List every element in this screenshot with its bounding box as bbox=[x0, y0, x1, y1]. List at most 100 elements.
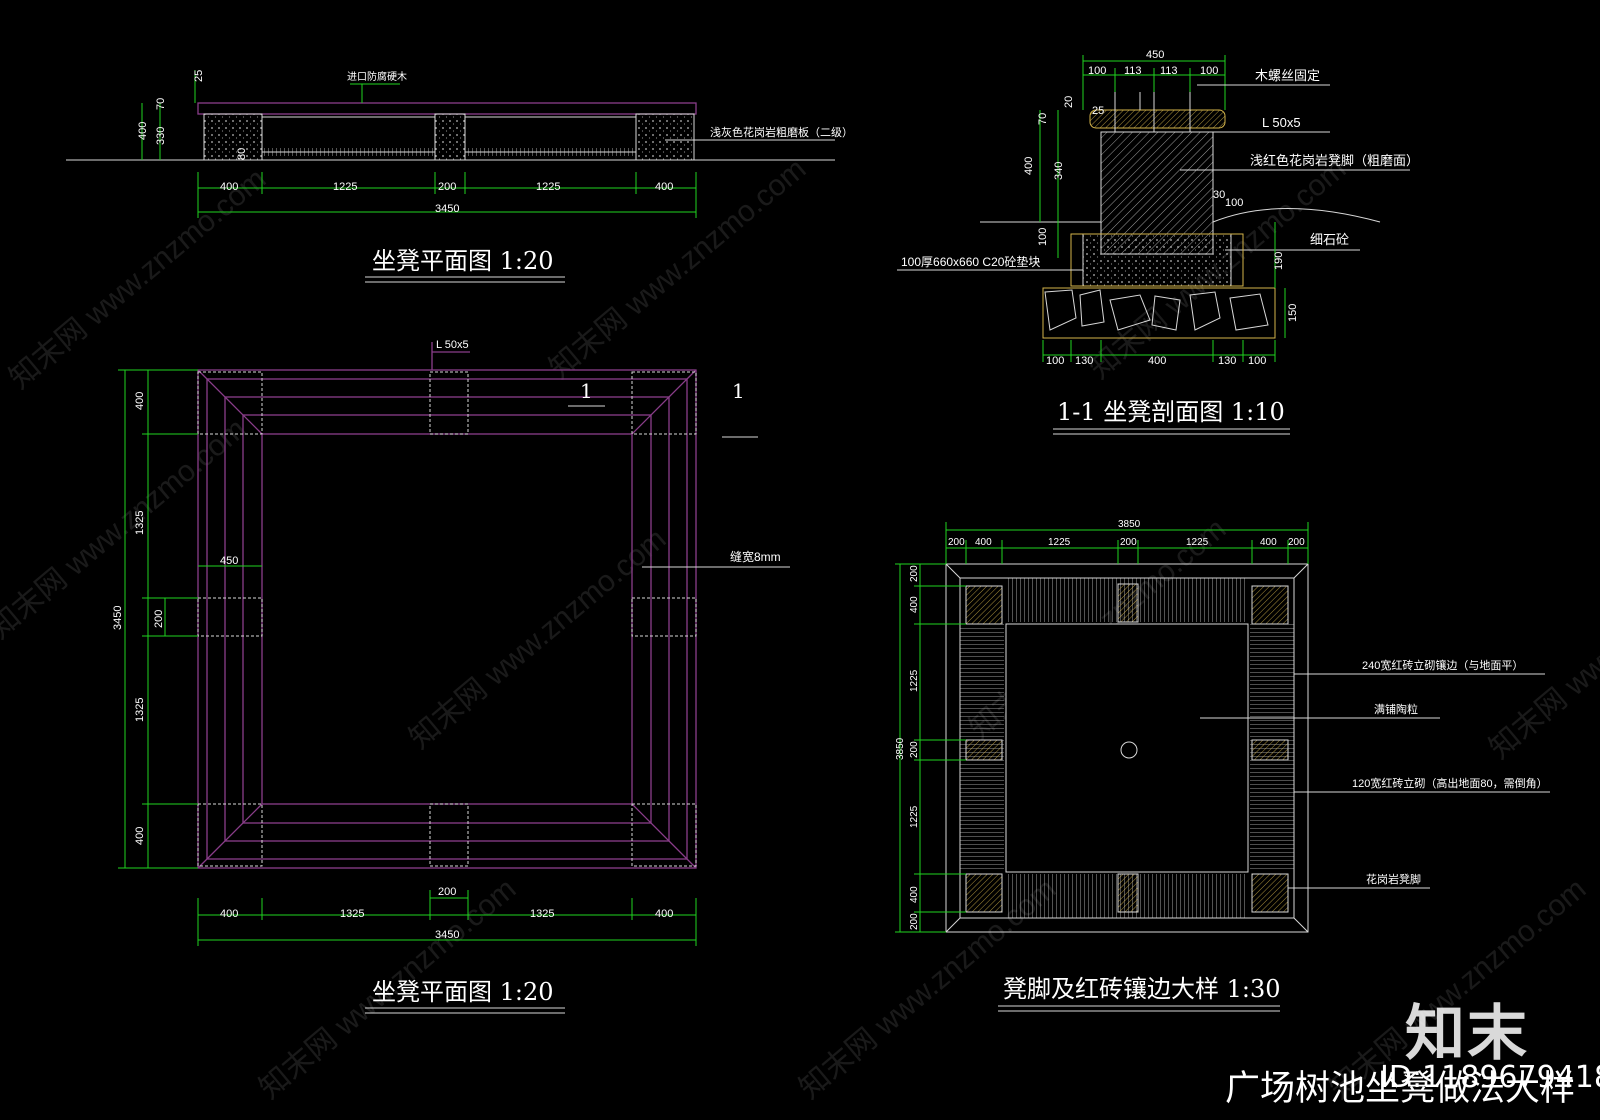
page-caption: 广场树池坐凳做法大样 bbox=[1225, 1069, 1576, 1109]
dim-label: 400 bbox=[655, 908, 673, 920]
dim-label: 200 bbox=[153, 610, 165, 628]
dim-label: 1225 bbox=[1048, 537, 1071, 548]
dim-label: 400 bbox=[909, 886, 920, 903]
dim-total: 450 bbox=[1146, 49, 1164, 61]
label-fine-concrete: 细石砼 bbox=[1310, 232, 1349, 247]
note-wood: 进口防腐硬木 bbox=[347, 70, 407, 83]
dim-label: 450 bbox=[220, 555, 238, 567]
drawing-title: 凳脚及红砖镶边大样 1:30 bbox=[1003, 975, 1281, 1003]
dim-label: 200 bbox=[909, 913, 920, 930]
bench-legs bbox=[197, 371, 697, 867]
dim-label: 400 bbox=[1260, 537, 1277, 548]
dim-label: 20 bbox=[1063, 96, 1075, 108]
label-angle-plan: L 50x5 bbox=[436, 339, 469, 351]
dim-total: 3850 bbox=[895, 737, 906, 760]
dim-label: 200 bbox=[948, 537, 965, 548]
dim-label: 400 bbox=[1023, 157, 1035, 175]
dim-label: 100 bbox=[1046, 355, 1064, 367]
dim-label: 400 bbox=[220, 181, 238, 193]
dim-label: 190 bbox=[1273, 252, 1285, 270]
drawing-title: 坐凳平面图 1:20 bbox=[372, 247, 554, 275]
dim-label: 200 bbox=[438, 886, 456, 898]
gravel-base bbox=[1042, 287, 1276, 339]
dim-label: 400 bbox=[909, 596, 920, 613]
stone-leg bbox=[635, 113, 695, 161]
dim-label: 100 bbox=[1225, 197, 1243, 209]
label-angle: L 50x5 bbox=[1262, 115, 1301, 130]
dim-label: 130 bbox=[1218, 355, 1236, 367]
dim-label: 1225 bbox=[536, 181, 560, 193]
label-ceramsite: 满铺陶粒 bbox=[1374, 702, 1418, 716]
watermark: 知末网 www.znzmo.com bbox=[1483, 532, 1600, 765]
label-outer-brick: 240宽红砖立砌镶边（与地面平） bbox=[1362, 658, 1523, 672]
brand-logo: 知末 bbox=[1405, 999, 1529, 1069]
label-granite-leg: 花岗岩凳脚 bbox=[1366, 872, 1421, 886]
label-gap: 缝宽8mm bbox=[730, 549, 781, 564]
dim-label: 1325 bbox=[134, 698, 146, 722]
dim-label: 113 bbox=[1160, 65, 1178, 77]
tree-trunk-icon bbox=[1120, 741, 1138, 759]
drawing-4-brick-edging-detail: 3850 200 400 1225 200 1225 400 200 3850 … bbox=[895, 519, 1550, 1012]
dim-label: 25 bbox=[1092, 105, 1104, 117]
drawing-1-bench-elevation: 25 70 400 330 80 进口防腐硬木 浅灰色花岗岩粗磨板（二级） 40… bbox=[66, 70, 853, 283]
drawing-2-bench-section: 450 100 113 113 100 木螺丝固定 L 50x5 浅红色花岗岩凳… bbox=[897, 49, 1419, 435]
dim-label: 25 bbox=[193, 70, 205, 82]
label-inner-brick: 120宽红砖立砌（高出地面80，需倒角） bbox=[1352, 776, 1548, 790]
label-granite-leg: 浅红色花岗岩凳脚（粗磨面） bbox=[1250, 153, 1419, 168]
dim-total: 3850 bbox=[1118, 519, 1141, 530]
dim-total: 3450 bbox=[435, 929, 459, 941]
fine-concrete bbox=[1082, 233, 1232, 287]
watermark: 知末网 www.znzmo.com bbox=[543, 152, 812, 385]
image-id-text: ID:1189679418 bbox=[1380, 1060, 1600, 1095]
dim-label: 1225 bbox=[909, 805, 920, 828]
wood-seat bbox=[197, 102, 697, 115]
dim-label: 200 bbox=[1120, 537, 1137, 548]
dim-label: 150 bbox=[1287, 304, 1299, 322]
dim-label: 400 bbox=[137, 122, 149, 140]
dim-label: 100 bbox=[1088, 65, 1106, 77]
stone-leg bbox=[434, 113, 466, 161]
dim-label: 400 bbox=[220, 908, 238, 920]
granite-legs bbox=[965, 583, 1289, 913]
dim-total: 3450 bbox=[112, 606, 124, 630]
dim-label: 400 bbox=[134, 827, 146, 845]
label-concrete-pad: 100厚660x660 C20砼垫块 bbox=[901, 254, 1040, 269]
dim-label: 200 bbox=[1288, 537, 1305, 548]
dim-label: 70 bbox=[1037, 113, 1049, 125]
dim-label: 400 bbox=[655, 181, 673, 193]
dim-label: 200 bbox=[438, 181, 456, 193]
bench-ring-outline bbox=[197, 369, 697, 869]
watermark: 知末网 www.znzmo.com bbox=[3, 162, 272, 395]
dim-label: 400 bbox=[975, 537, 992, 548]
dim-label: 100 bbox=[1200, 65, 1218, 77]
stone-leg bbox=[203, 113, 263, 161]
dim-label: 30 bbox=[1213, 189, 1225, 201]
wood-seat-section bbox=[1089, 109, 1226, 129]
drawing-title: 坐凳平面图 1:20 bbox=[372, 978, 554, 1006]
dim-label: 113 bbox=[1124, 65, 1142, 77]
dim-total: 3450 bbox=[435, 203, 459, 215]
watermark-layer: 知末网 www.znzmo.com 知末网 www.znzmo.com 知末网 … bbox=[0, 152, 1600, 1105]
drawing-title: 1-1 坐凳剖面图 1:10 bbox=[1057, 398, 1285, 426]
dim-label: 1325 bbox=[340, 908, 364, 920]
drawing-3-bench-plan: L 50x5 1 1 缝宽8mm 400 1325 3450 200 1325 … bbox=[112, 339, 790, 1014]
dim-label: 70 bbox=[155, 98, 167, 110]
dim-label: 1325 bbox=[134, 511, 146, 535]
outer-edge bbox=[945, 563, 1309, 933]
dim-label: 400 bbox=[1148, 355, 1166, 367]
dim-label: 100 bbox=[1248, 355, 1266, 367]
dim-label: 1225 bbox=[333, 181, 357, 193]
dim-label: 1225 bbox=[1186, 537, 1209, 548]
dim-label: 1325 bbox=[530, 908, 554, 920]
dim-label: 80 bbox=[236, 148, 248, 160]
section-mark: 1 bbox=[580, 379, 593, 403]
label-screw: 木螺丝固定 bbox=[1255, 68, 1320, 83]
dim-label: 340 bbox=[1053, 162, 1065, 180]
section-mark: 1 bbox=[732, 379, 745, 403]
dim-label: 1225 bbox=[909, 669, 920, 692]
note-stone: 浅灰色花岗岩粗磨板（二级） bbox=[710, 125, 853, 139]
dim-label: 400 bbox=[134, 392, 146, 410]
dim-label: 330 bbox=[155, 127, 167, 145]
dim-label: 130 bbox=[1075, 355, 1093, 367]
